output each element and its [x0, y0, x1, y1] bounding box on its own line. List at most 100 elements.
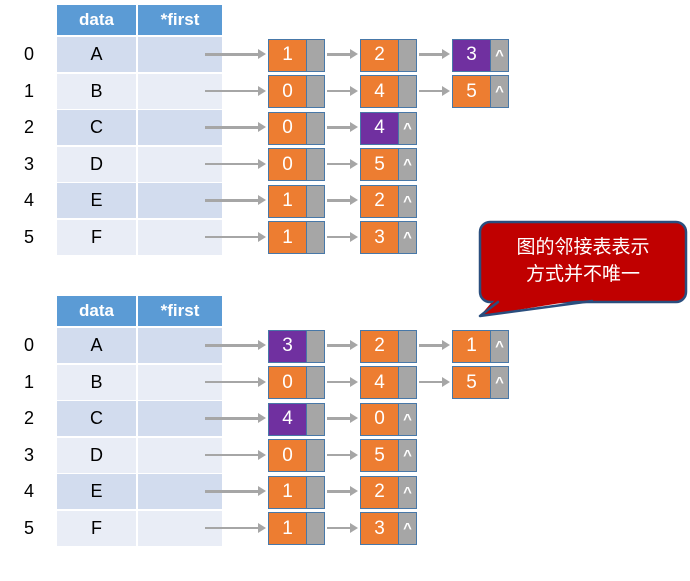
null-marker: ^: [403, 156, 412, 173]
list-node: 3: [268, 329, 325, 363]
list-node: 1: [268, 475, 325, 509]
node-value-cell: 5: [361, 149, 399, 180]
node-value-cell: 4: [269, 403, 307, 435]
next-arrow: [327, 417, 350, 420]
node-next-cell: ^: [399, 222, 416, 253]
row-index: 3: [23, 153, 34, 174]
list-node: 3^: [360, 221, 417, 254]
node-value-cell: 5: [453, 367, 491, 398]
node-value-cell: 2: [361, 39, 399, 71]
first-arrow: [205, 526, 258, 530]
next-arrow: [327, 453, 350, 457]
list-node: 2: [360, 329, 417, 363]
node-next-cell: [307, 113, 324, 144]
column-header-data: data: [57, 5, 136, 35]
node-next-cell: [307, 186, 324, 217]
null-marker: ^: [403, 192, 412, 210]
node-value-cell: 0: [269, 76, 307, 107]
list-node: 3^: [452, 38, 509, 72]
node-next-cell: [399, 331, 416, 362]
vertex-data-cell: B: [57, 73, 136, 109]
node-value-cell: 3: [269, 330, 307, 362]
row-index: 0: [23, 44, 34, 64]
list-node: 1: [268, 38, 325, 72]
first-arrow: [205, 199, 258, 202]
vertex-data-cell: F: [57, 219, 136, 255]
list-node: 0: [268, 439, 325, 472]
row-index: 2: [23, 117, 34, 137]
list-node: 5^: [360, 439, 417, 472]
node-value-cell: 3: [361, 222, 399, 253]
node-next-cell: ^: [491, 367, 508, 398]
node-next-cell: ^: [399, 477, 416, 508]
vertex-data-cell: C: [57, 110, 136, 145]
next-arrow: [327, 235, 350, 239]
vertex-data-cell: F: [57, 510, 136, 546]
null-marker: ^: [495, 374, 504, 391]
next-arrow: [327, 199, 350, 202]
node-next-cell: [307, 76, 324, 107]
next-arrow: [419, 380, 442, 384]
list-node: 0^: [360, 402, 417, 436]
list-node: 2: [360, 38, 417, 72]
list-node: 5^: [452, 75, 509, 108]
node-value-cell: 1: [269, 39, 307, 71]
node-next-cell: [307, 40, 324, 71]
null-marker: ^: [495, 83, 504, 100]
node-next-cell: [307, 367, 324, 398]
node-next-cell: ^: [491, 40, 508, 71]
null-marker: ^: [403, 229, 412, 246]
node-value-cell: 0: [269, 367, 307, 398]
next-arrow: [327, 380, 350, 384]
node-value-cell: 3: [453, 39, 491, 71]
row-index: 1: [23, 371, 34, 392]
vertex-data-cell: E: [57, 183, 136, 218]
row-index: 5: [23, 226, 34, 247]
callout-text-line1: 图的邻接表表示: [516, 237, 650, 259]
node-value-cell: 1: [269, 185, 307, 217]
node-next-cell: ^: [399, 113, 416, 144]
null-marker: ^: [403, 483, 412, 501]
node-next-cell: [307, 513, 324, 544]
node-value-cell: 2: [361, 330, 399, 362]
node-next-cell: ^: [491, 331, 508, 362]
list-node: 5^: [360, 148, 417, 181]
first-arrow: [205, 344, 258, 347]
first-arrow: [205, 380, 258, 384]
node-value-cell: 1: [269, 476, 307, 508]
node-next-cell: [307, 404, 324, 435]
node-next-cell: ^: [399, 440, 416, 471]
node-value-cell: 0: [269, 149, 307, 180]
next-arrow: [327, 89, 350, 93]
null-marker: ^: [495, 46, 504, 64]
list-node: 2^: [360, 475, 417, 509]
node-value-cell: 0: [269, 112, 307, 144]
node-value-cell: 0: [361, 403, 399, 435]
next-arrow: [419, 53, 442, 56]
vertex-data-cell: E: [57, 474, 136, 509]
column-header-first: *first: [138, 5, 222, 35]
callout-text: 图的邻接表表示 方式并不唯一: [480, 227, 686, 297]
node-value-cell: 3: [361, 513, 399, 544]
next-arrow: [327, 53, 350, 56]
null-marker: ^: [495, 337, 504, 355]
node-next-cell: [399, 76, 416, 107]
list-node: 4: [360, 75, 417, 108]
node-value-cell: 2: [361, 185, 399, 217]
first-arrow: [205, 126, 258, 129]
null-marker: ^: [403, 447, 412, 464]
column-header-first: *first: [138, 296, 222, 326]
next-arrow: [419, 89, 442, 93]
callout-bubble-shape: [478, 220, 688, 318]
node-next-cell: [307, 222, 324, 253]
list-node: 2^: [360, 184, 417, 218]
node-value-cell: 5: [361, 440, 399, 471]
node-value-cell: 2: [361, 476, 399, 508]
list-node: 4^: [360, 111, 417, 145]
node-next-cell: [307, 149, 324, 180]
node-value-cell: 1: [269, 513, 307, 544]
node-next-cell: ^: [399, 513, 416, 544]
first-arrow: [205, 417, 258, 420]
first-arrow: [205, 89, 258, 93]
